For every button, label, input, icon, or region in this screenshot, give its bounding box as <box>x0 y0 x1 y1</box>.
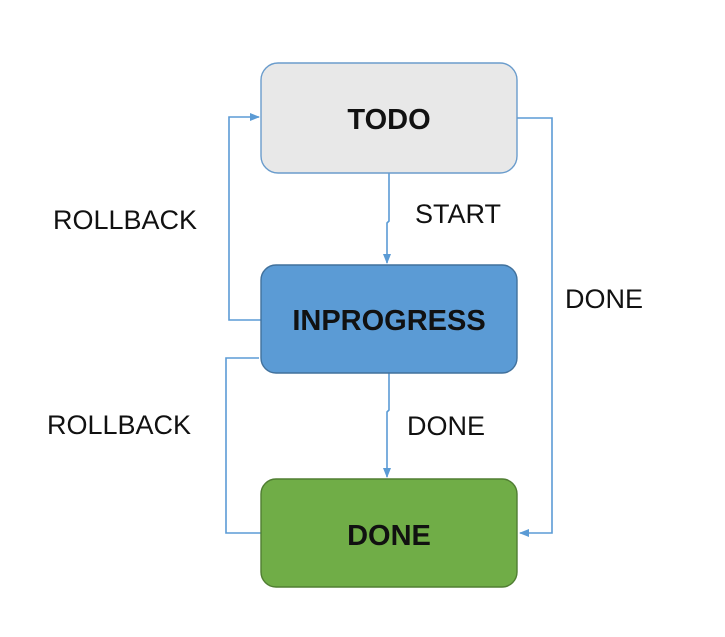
edge-inprogress-to-done <box>383 373 391 478</box>
edge-inprogress-rollback-to-todo <box>228 113 261 321</box>
edge-todo-to-inprogress <box>383 173 391 264</box>
edge-label-start: START <box>415 199 501 229</box>
edge-todo-to-done <box>517 117 553 537</box>
node-inprogress: INPROGRESS <box>260 264 518 374</box>
node-done: DONE <box>260 478 518 588</box>
edge-label-todo-to-done: DONE <box>565 284 643 314</box>
edge-done-rollback-to-inprogress <box>225 357 261 534</box>
node-todo-label: TODO <box>347 104 430 136</box>
node-inprogress-label: INPROGRESS <box>292 305 485 337</box>
node-todo: TODO <box>260 62 518 174</box>
edge-label-rollback-upper: ROLLBACK <box>53 205 197 235</box>
edge-label-inprogress-to-done: DONE <box>407 411 485 441</box>
node-done-label: DONE <box>347 520 431 552</box>
edge-label-rollback-lower: ROLLBACK <box>47 410 191 440</box>
